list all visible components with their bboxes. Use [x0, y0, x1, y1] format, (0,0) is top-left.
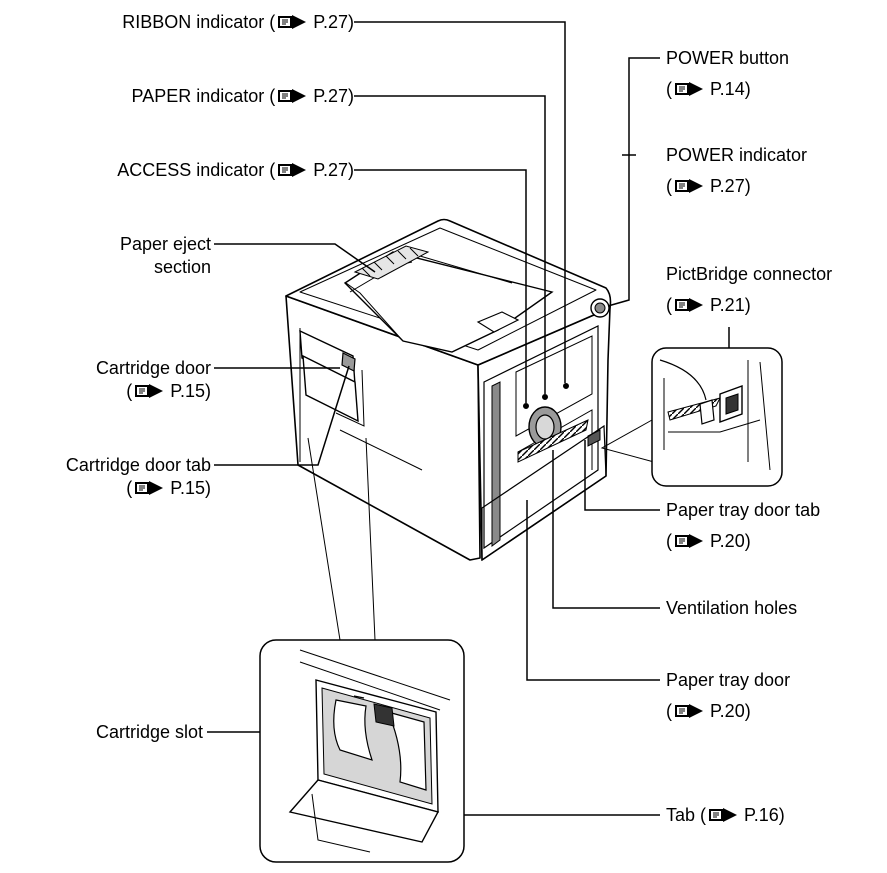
pointing-hand-reference-icon: [278, 15, 307, 29]
leader-vents: [552, 450, 660, 609]
pointing-hand-reference-icon: [675, 534, 703, 548]
cartridge-door-tab-label: Cartridge door tab (P.15): [65, 455, 211, 498]
paper-indicator-led: [542, 394, 548, 400]
paper-tray-door-shape: [481, 424, 607, 562]
pointing-hand-reference-icon: [278, 89, 307, 103]
power-indicator-label: POWER indicator (P.27): [666, 145, 808, 196]
pointing-hand-reference-icon: [135, 384, 164, 398]
tab-label: Tab (P.16): [666, 805, 785, 825]
leader-eject: [214, 243, 376, 273]
pictbridge-connector-label: PictBridge connector (P.21): [666, 264, 833, 315]
paper-tray-door-tab-label: Paper tray door tab (P.20): [666, 500, 821, 551]
cartridge-door-label: Cartridge door (P.15): [95, 358, 211, 401]
ventilation-holes-shape: [517, 419, 589, 463]
power-indicator-window: [590, 298, 610, 318]
pointing-hand-reference-icon: [278, 163, 307, 177]
front-control-panel: [481, 325, 607, 562]
ventilation-holes-label: Ventilation holes: [666, 598, 798, 618]
paper-indicator-label: PAPER indicator (P.27): [131, 86, 354, 106]
power-button-label: POWER button (P.14): [666, 48, 790, 99]
access-indicator-led: [523, 403, 529, 409]
leader-power: [607, 57, 660, 307]
leader-cartridge-tab: [214, 365, 350, 466]
pictbridge-inset: [600, 347, 783, 487]
leader-paper: [354, 95, 546, 394]
leader-tray-door: [526, 500, 660, 681]
paper-eject-label: Paper eject section: [119, 234, 211, 277]
leader-ribbon: [354, 21, 566, 383]
ribbon-indicator-label: RIBBON indicator (P.27): [122, 12, 354, 32]
leader-tray-tab: [584, 440, 660, 511]
leader-access: [354, 169, 527, 403]
cartridge-slot-label: Cartridge slot: [95, 722, 203, 742]
access-indicator-label: ACCESS indicator (P.27): [117, 160, 354, 180]
paper-tray-door-label: Paper tray door (P.20): [666, 670, 791, 721]
cartridge-door-tab-shape: [341, 352, 356, 372]
ribbon-indicator-led: [563, 383, 569, 389]
pointing-hand-reference-icon: [675, 179, 703, 193]
pointing-hand-reference-icon: [135, 481, 164, 495]
cartridge-slot-inset: [259, 437, 465, 863]
pointing-hand-reference-icon: [675, 82, 703, 96]
pointing-hand-reference-icon: [709, 808, 738, 822]
pointing-hand-reference-icon: [675, 704, 703, 718]
pointing-hand-reference-icon: [675, 298, 703, 312]
